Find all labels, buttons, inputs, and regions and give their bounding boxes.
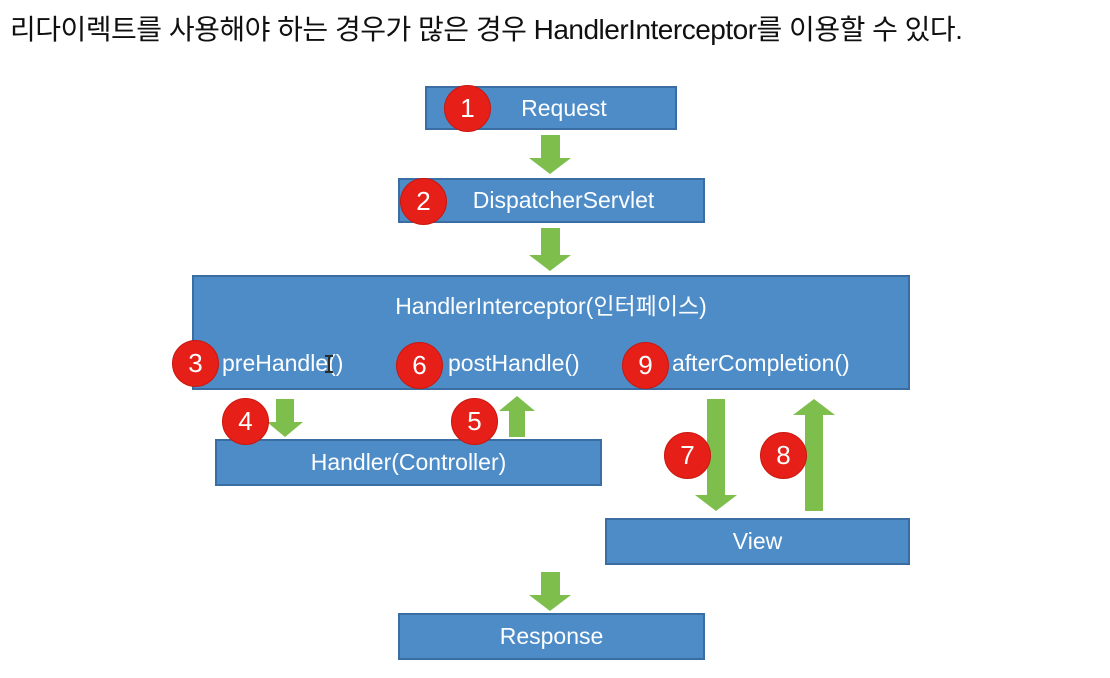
- step-badge-4: 4: [222, 398, 269, 445]
- text-cursor-icon: [324, 355, 334, 373]
- box-handler-interceptor: HandlerInterceptor(인터페이스): [192, 275, 910, 390]
- arrow-head-up-icon: [793, 399, 835, 415]
- box-dispatcher-servlet-label: DispatcherServlet: [472, 187, 655, 213]
- method-aftercompletion-label: afterCompletion(): [672, 350, 850, 376]
- arrow-view-to-interceptor-icon: [793, 399, 835, 511]
- arrow-shaft: [805, 415, 823, 511]
- arrow-shaft: [540, 135, 560, 158]
- arrow-interceptor-to-view-icon: [695, 399, 737, 511]
- step-badge-8: 8: [760, 432, 807, 479]
- arrow-shaft: [707, 399, 725, 495]
- method-posthandle-label: postHandle(): [448, 350, 580, 376]
- box-response-label: Response: [499, 623, 604, 649]
- arrow-head-down-icon: [695, 495, 737, 511]
- text-cursor-stem: [328, 357, 330, 371]
- step-badge-5: 5: [451, 398, 498, 445]
- box-dispatcher-servlet: DispatcherServlet: [398, 178, 705, 223]
- box-handler-controller-label: Handler(Controller): [310, 449, 507, 475]
- arrow-shaft: [509, 411, 525, 437]
- arrow-handler-to-posthandle-icon: [499, 396, 535, 437]
- step-badge-1: 1: [444, 85, 491, 132]
- box-view-label: View: [732, 528, 783, 554]
- step-badge-7: 7: [664, 432, 711, 479]
- arrow-request-to-dispatcher-icon: [529, 135, 571, 174]
- box-request-label: Request: [521, 94, 607, 121]
- arrow-head-down-icon: [267, 422, 303, 437]
- arrow-head-down-icon: [529, 595, 571, 611]
- box-handler-interceptor-label: HandlerInterceptor(인터페이스): [395, 293, 707, 319]
- arrow-head-up-icon: [499, 396, 535, 411]
- step-badge-3: 3: [172, 340, 219, 387]
- slide-title: 리다이렉트를 사용해야 하는 경우가 많은 경우 HandlerIntercep…: [10, 14, 963, 45]
- arrow-shaft: [540, 572, 560, 595]
- method-prehandle-label: preHandle(): [222, 350, 344, 376]
- step-badge-9: 9: [622, 342, 669, 389]
- arrow-to-response-icon: [529, 572, 571, 611]
- step-badge-6: 6: [396, 342, 443, 389]
- arrow-prehandle-to-handler-icon: [267, 399, 303, 437]
- arrow-head-down-icon: [529, 255, 571, 271]
- arrow-dispatcher-to-interceptor-icon: [529, 228, 571, 271]
- arrow-shaft: [276, 399, 294, 422]
- arrow-shaft: [540, 228, 560, 255]
- box-handler-controller: Handler(Controller): [215, 439, 602, 486]
- arrow-head-down-icon: [529, 158, 571, 174]
- box-response: Response: [398, 613, 705, 660]
- box-view: View: [605, 518, 910, 565]
- step-badge-2: 2: [400, 178, 447, 225]
